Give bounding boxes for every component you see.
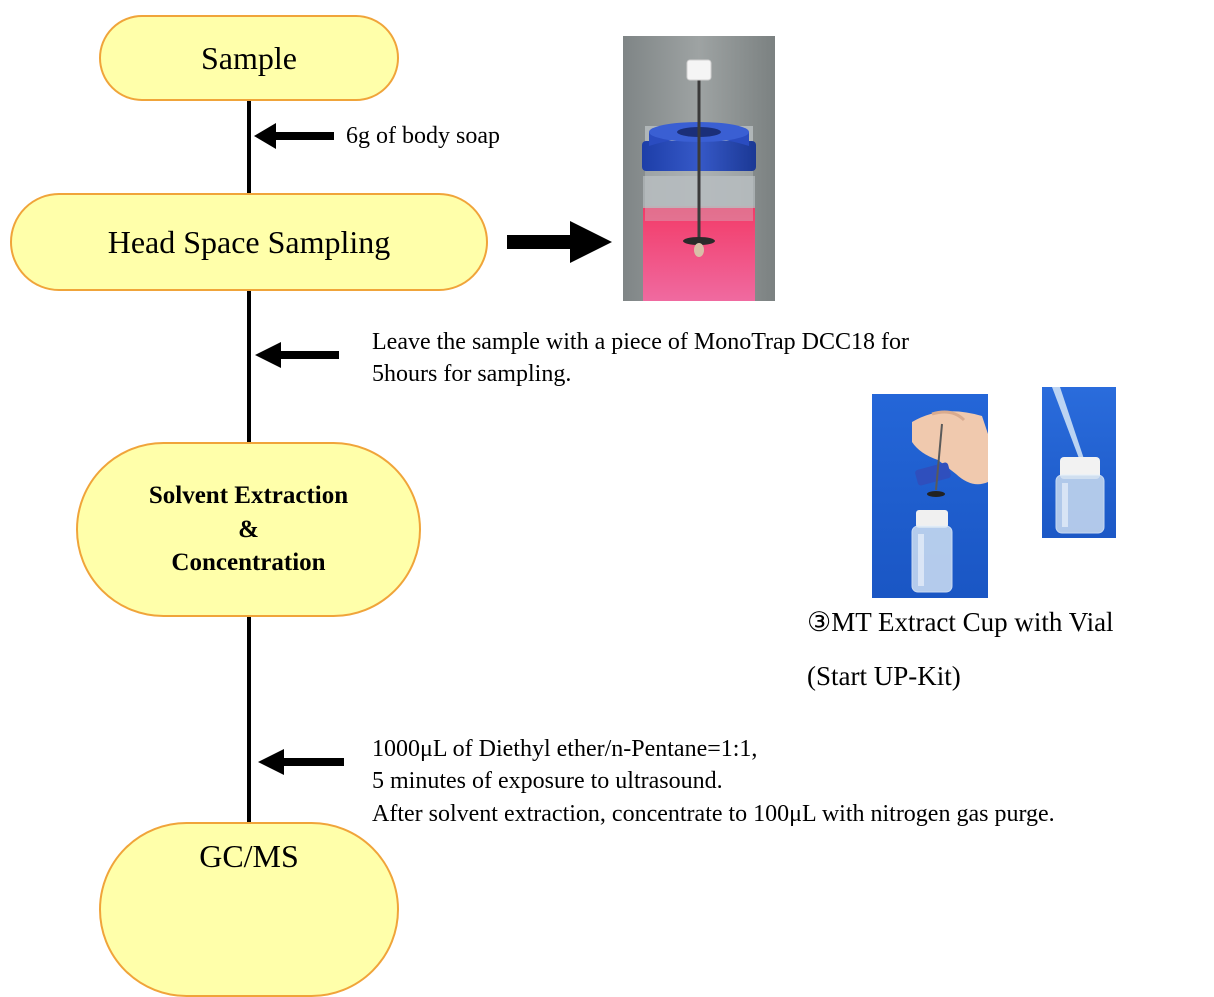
note-body-soap: 6g of body soap [346,123,500,149]
note-solvent-line3: After solvent extraction, concentrate to… [372,801,1055,827]
photo-pipette-cup [1042,387,1116,538]
node-gcms-label: GC/MS [199,838,299,874]
pipette-cup-illustration [1042,387,1116,538]
caption-start-up-kit: (Start UP-Kit) [807,661,961,691]
caption-extract-cup: ③MT Extract Cup with Vial [807,607,1114,637]
arrow-right-to-photo [507,221,612,263]
node-solvent-extraction: Solvent Extraction & Concentration [76,442,421,617]
arrow-left-soap [254,123,334,149]
node-solvent-label-3: Concentration [171,549,326,577]
vial-illustration [623,36,775,301]
node-sample: Sample [99,15,399,101]
node-sample-label: Sample [201,39,297,76]
node-head-space-sampling: Head Space Sampling [10,193,488,291]
node-head-space-label: Head Space Sampling [107,223,391,260]
node-solvent-label-1: Solvent Extraction [148,481,349,509]
extract-cup-illustration [872,394,988,598]
note-leave-line1: Leave the sample with a piece of MonoTra… [372,329,909,355]
arrow-left-solvent [258,749,344,775]
note-solvent-line2: 5 minutes of exposure to ultrasound. [372,768,723,794]
node-solvent-label-2: & [238,515,259,543]
photo-extract-cup-hand [872,394,988,598]
arrow-left-leave [255,342,339,368]
photo-headspace-vial [623,36,775,301]
node-gcms: GC/MS [99,822,399,997]
note-solvent-line1: 1000μL of Diethyl ether/n-Pentane=1:1, [372,736,758,762]
note-leave-line2: 5hours for sampling. [372,361,572,387]
